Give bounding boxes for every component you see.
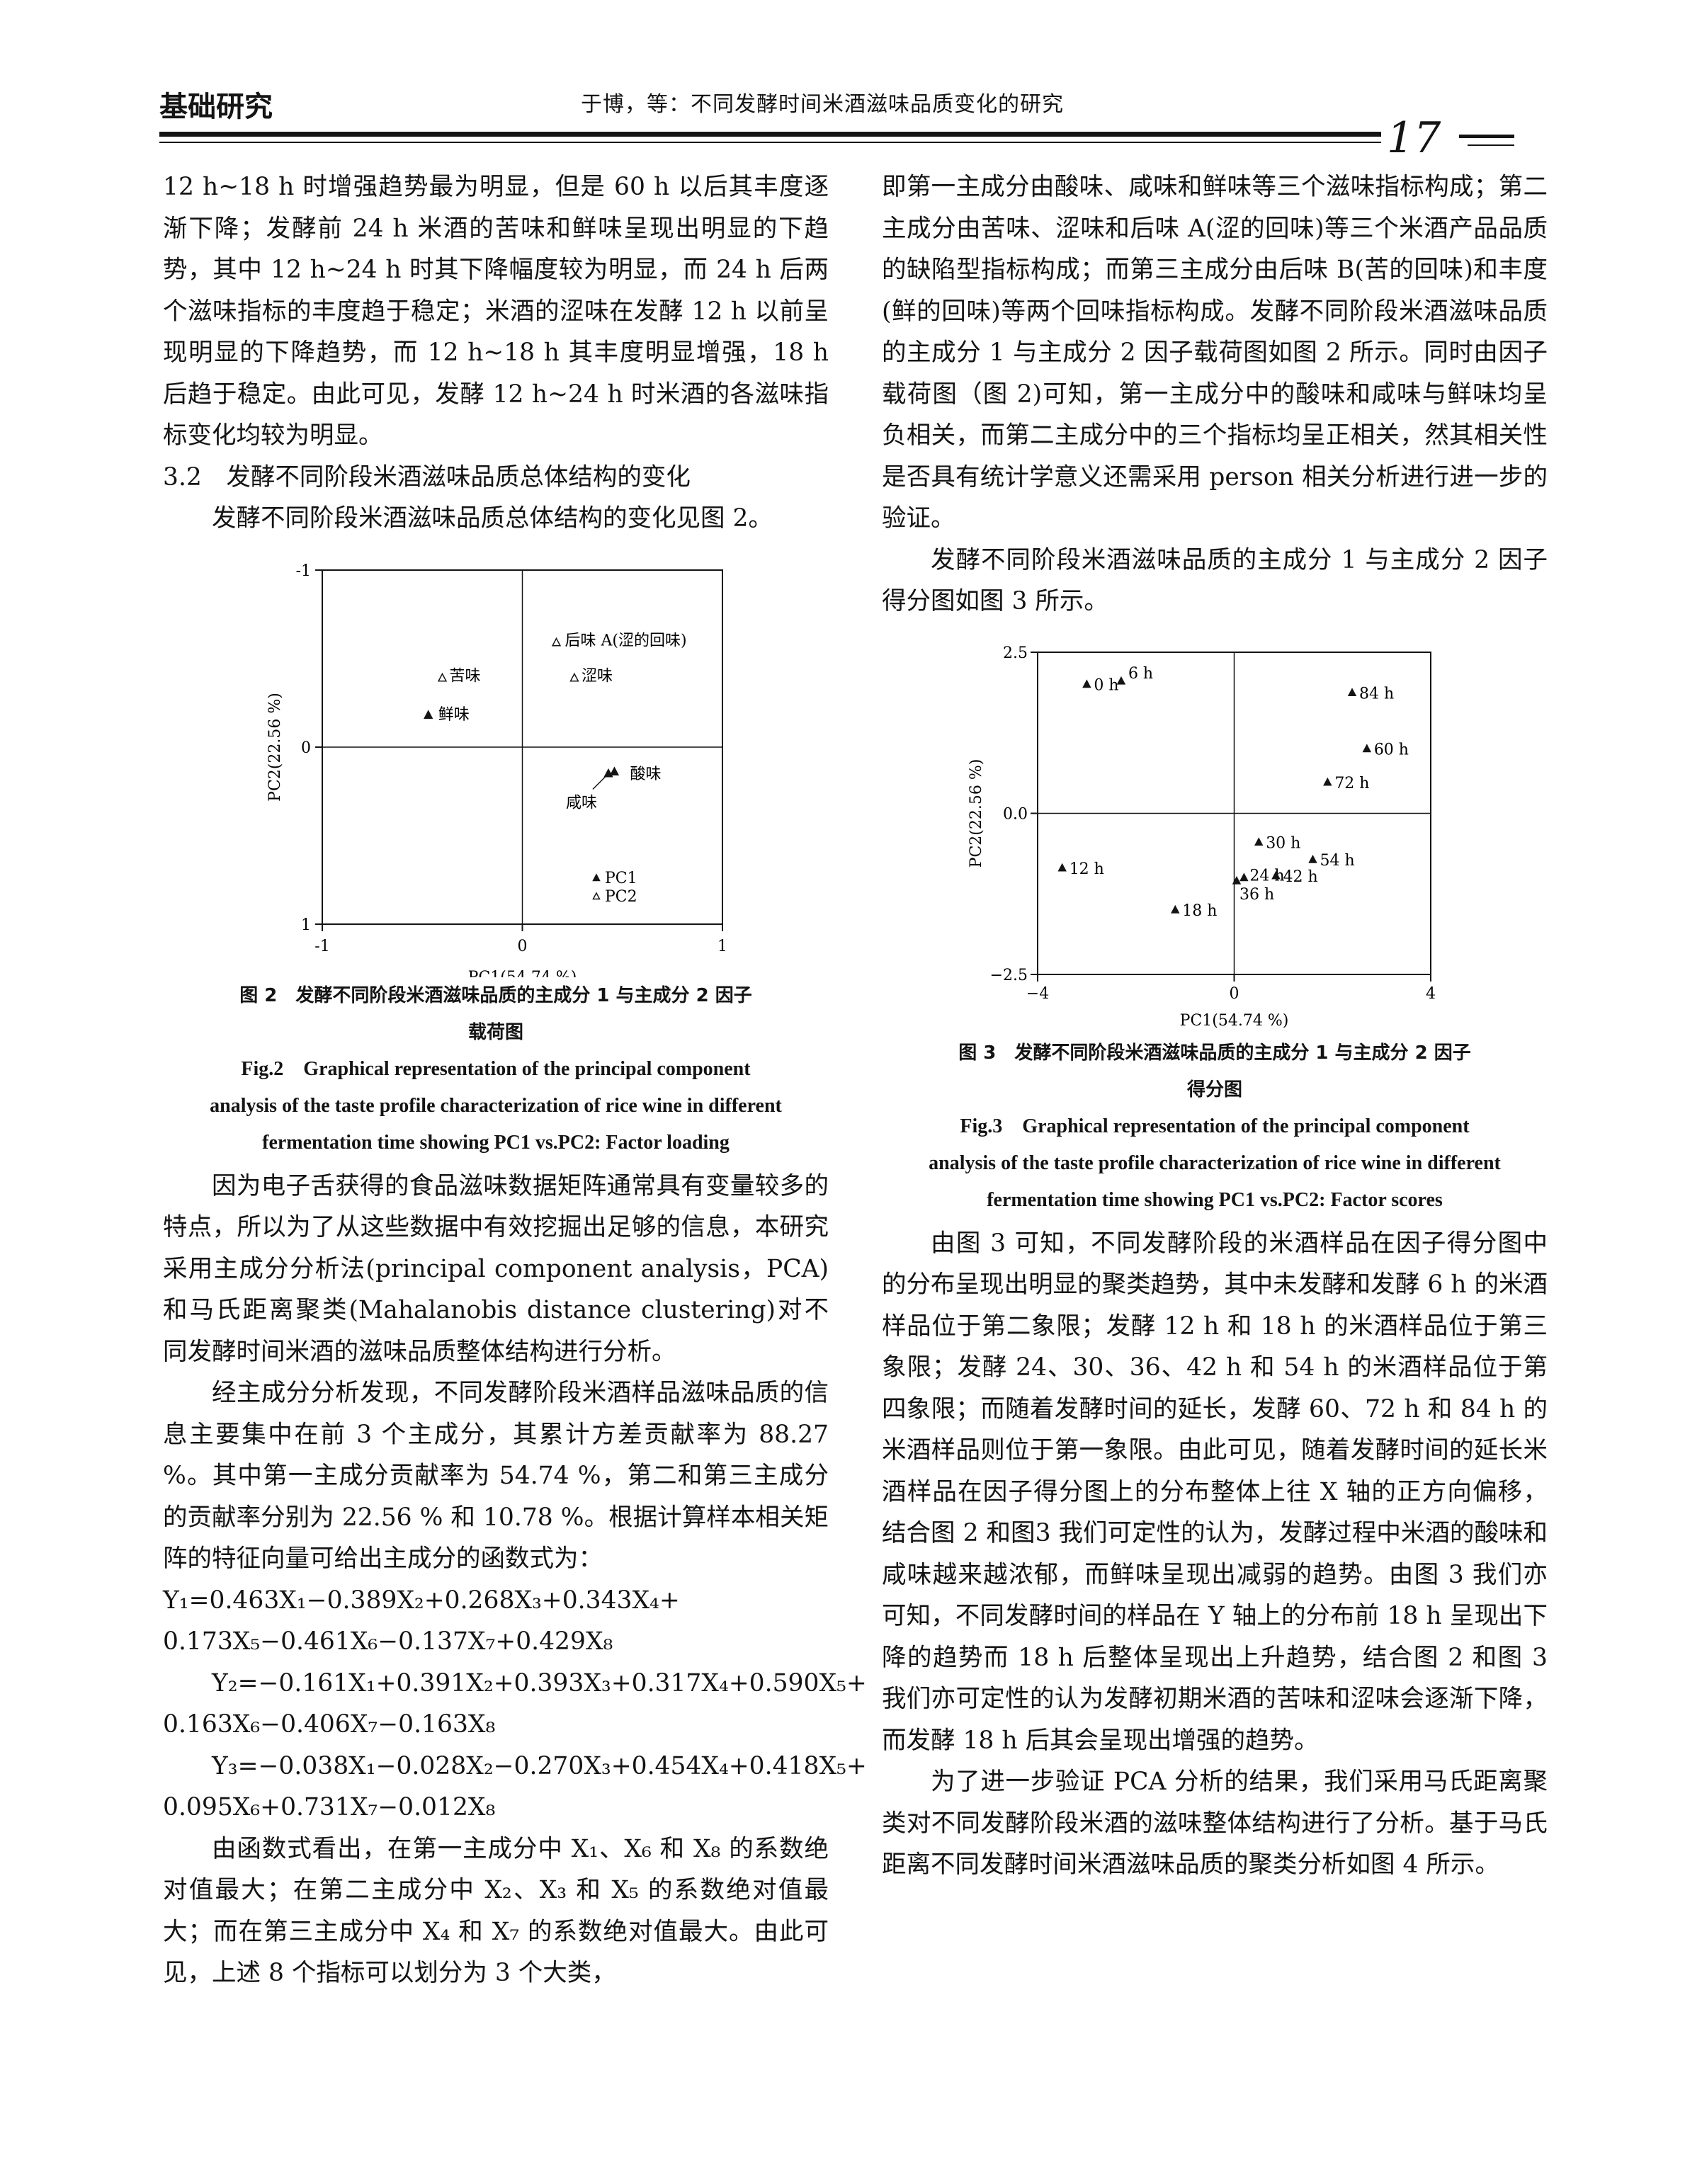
data-point-label: 咸味 bbox=[566, 794, 597, 812]
legend-label: PC1 bbox=[605, 870, 637, 887]
data-point-marker bbox=[1116, 676, 1126, 685]
data-point-label: 12 h bbox=[1070, 860, 1104, 877]
data-point-marker bbox=[1308, 854, 1317, 863]
data-point-marker bbox=[1239, 872, 1249, 881]
x-tick-label: 4 bbox=[1426, 985, 1436, 1003]
figure-2-caption-en-1: Fig.2 Graphical representation of the pr… bbox=[241, 1057, 751, 1080]
formula-y1-line-2: 0.173X₅−0.461X₆−0.137X₇+0.429X₈ bbox=[163, 1627, 613, 1656]
data-point-marker bbox=[551, 637, 562, 646]
y-tick-label: -1 bbox=[296, 562, 311, 580]
data-point-label: 0 h bbox=[1094, 676, 1118, 694]
page-number: 17 bbox=[1387, 113, 1441, 163]
data-point-marker bbox=[1271, 870, 1281, 879]
data-point-marker bbox=[1347, 687, 1357, 696]
data-point-label: 36 h bbox=[1239, 886, 1274, 904]
salty-label-leader bbox=[592, 775, 606, 790]
data-point-label: 30 h bbox=[1266, 834, 1300, 852]
header-rule-thin bbox=[159, 142, 1381, 143]
x-tick-label: 1 bbox=[717, 938, 727, 955]
data-point-label: 60 h bbox=[1374, 741, 1409, 758]
data-point-label: 后味 A(涩的回味) bbox=[565, 632, 687, 649]
page-number-rule-thin bbox=[1468, 144, 1514, 146]
right-paragraph-3: 由图 3 可知，不同发酵阶段的米酒样品在因子得分图中的分布呈现出明显的聚类趋势，… bbox=[882, 1229, 1548, 1755]
legend-marker bbox=[592, 872, 601, 881]
left-paragraph-3: 因为电子舌获得的食品滋味数据矩阵通常具有变量较多的特点，所以为了从这些数据中有效… bbox=[163, 1171, 829, 1366]
figure-3-caption-en-1: Fig.3 Graphical representation of the pr… bbox=[960, 1115, 1470, 1137]
data-point-label: 涩味 bbox=[581, 667, 613, 685]
data-point-label: 54 h bbox=[1320, 852, 1355, 870]
x-tick-label: -1 bbox=[314, 938, 329, 955]
formula-y1-line-1: Y₁=0.463X₁−0.389X₂+0.268X₃+0.343X₄+ bbox=[163, 1586, 680, 1615]
data-point-marker bbox=[609, 766, 620, 775]
data-point-label: 72 h bbox=[1334, 774, 1369, 792]
x-axis-label: PC1(54.74 %) bbox=[1180, 1012, 1289, 1030]
formula-y2-line-1: Y₂=−0.161X₁+0.391X₂+0.393X₃+0.317X₄+0.59… bbox=[212, 1668, 867, 1697]
data-point-label: 酸味 bbox=[630, 766, 661, 783]
right-paragraph-2: 发酵不同阶段米酒滋味品质的主成分 1 与主成分 2 因子得分图如图 3 所示。 bbox=[882, 545, 1548, 616]
y-tick-label: 2.5 bbox=[1003, 644, 1028, 662]
figure-3-caption-zh-1: 图 3 发酵不同阶段米酒滋味品质的主成分 1 与主成分 2 因子 bbox=[958, 1042, 1471, 1064]
y-axis-label: PC2(22.56 %) bbox=[266, 693, 284, 802]
data-point-label: 6 h bbox=[1128, 664, 1153, 682]
right-column: 即第一主成分由酸味、咸味和鲜味等三个滋味指标构成；第二主成分由苦味、涩味和后味 … bbox=[882, 166, 1548, 1886]
page-number-rule-thick bbox=[1459, 135, 1514, 138]
right-paragraph-1: 即第一主成分由酸味、咸味和鲜味等三个滋味指标构成；第二主成分由苦味、涩味和后味 … bbox=[882, 173, 1548, 533]
data-point-marker bbox=[1171, 904, 1180, 914]
data-point-label: 84 h bbox=[1359, 685, 1394, 703]
data-point-label: 24 h bbox=[1249, 867, 1284, 885]
data-point-marker bbox=[1323, 777, 1332, 786]
x-tick-label: 0 bbox=[1230, 985, 1239, 1003]
formula-y2-line-2: 0.163X₆−0.406X₇−0.163X₈ bbox=[163, 1710, 496, 1739]
left-paragraph-5: 由函数式看出，在第一主成分中 X₁、X₆ 和 X₈ 的系数绝对值最大；在第二主成… bbox=[163, 1834, 829, 1988]
data-point-label: 鲜味 bbox=[438, 706, 470, 724]
x-axis-label: PC1(54.74 %) bbox=[468, 969, 577, 977]
figure-3-caption-zh-2: 得分图 bbox=[1186, 1079, 1242, 1100]
right-paragraph-4: 为了进一步验证 PCA 分析的结果，我们采用马氏距离聚类对不同发酵阶段米酒的滋味… bbox=[882, 1768, 1548, 1879]
figure-3-caption-en-3: fermentation time showing PC1 vs.PC2: Fa… bbox=[987, 1188, 1443, 1211]
running-title: 于博，等：不同发酵时间米酒滋味品质变化的研究 bbox=[581, 92, 1064, 117]
formula-y3-line-1: Y₃=−0.038X₁−0.028X₂−0.270X₃+0.454X₄+0.41… bbox=[212, 1751, 867, 1780]
data-point-marker bbox=[424, 709, 433, 719]
data-point-marker bbox=[1057, 863, 1067, 872]
y-tick-label: 1 bbox=[301, 916, 311, 934]
x-tick-label: 0 bbox=[518, 938, 528, 955]
figure-2-caption-zh-1: 图 2 发酵不同阶段米酒滋味品质的主成分 1 与主成分 2 因子 bbox=[239, 984, 752, 1006]
left-paragraph-2: 发酵不同阶段米酒滋味品质总体结构的变化见图 2。 bbox=[212, 504, 773, 533]
journal-section-label: 基础研究 bbox=[159, 91, 273, 123]
data-point-marker bbox=[1362, 743, 1372, 752]
y-tick-label: 0.0 bbox=[1003, 805, 1028, 823]
header-rule-thick bbox=[159, 132, 1381, 137]
figure-2: -101-101PC1(54.74 %)PC2(22.56 %)鲜味酸味咸味苦味… bbox=[163, 552, 829, 986]
y-axis-label: PC2(22.56 %) bbox=[968, 758, 985, 868]
figure-2-caption-en-2: analysis of the taste profile characteri… bbox=[210, 1094, 782, 1117]
section-heading-3-2: 3.2 发酵不同阶段米酒滋味品质总体结构的变化 bbox=[163, 462, 691, 491]
data-point-marker bbox=[1082, 678, 1091, 688]
data-point-marker bbox=[437, 672, 448, 681]
data-point-label: 18 h bbox=[1182, 902, 1217, 920]
figure-2-caption-en-3: fermentation time showing PC1 vs.PC2: Fa… bbox=[262, 1131, 730, 1154]
formula-y3-line-2: 0.095X₆+0.731X₇−0.012X₈ bbox=[163, 1793, 496, 1821]
figure-3-caption-en-2: analysis of the taste profile characteri… bbox=[929, 1151, 1501, 1174]
figure-2-chart: -101-101PC1(54.74 %)PC2(22.56 %)鲜味酸味咸味苦味… bbox=[266, 562, 727, 986]
data-point-marker bbox=[603, 768, 613, 777]
left-paragraph-1: 12 h~18 h 时增强趋势最为明显，但是 60 h 以后其丰度逐渐下降；发酵… bbox=[163, 173, 829, 450]
data-point-marker bbox=[1232, 875, 1242, 885]
x-tick-label: −4 bbox=[1026, 985, 1049, 1003]
figure-2-caption-zh-2: 载荷图 bbox=[467, 1021, 523, 1043]
y-tick-label: 0 bbox=[301, 739, 311, 757]
legend-label: PC2 bbox=[605, 888, 637, 906]
legend-marker bbox=[592, 891, 601, 899]
data-point-label: 苦味 bbox=[450, 667, 481, 685]
left-column: 12 h~18 h 时增强趋势最为明显，但是 60 h 以后其丰度逐渐下降；发酵… bbox=[163, 166, 867, 1994]
left-paragraph-4: 经主成分分析发现，不同发酵阶段米酒样品滋味品质的信息主要集中在前 3 个主成分，… bbox=[163, 1379, 829, 1573]
data-point-marker bbox=[1254, 836, 1264, 846]
data-point-marker bbox=[569, 672, 579, 681]
y-tick-label: −2.5 bbox=[990, 967, 1028, 984]
data-point-label: 42 h bbox=[1283, 868, 1317, 885]
